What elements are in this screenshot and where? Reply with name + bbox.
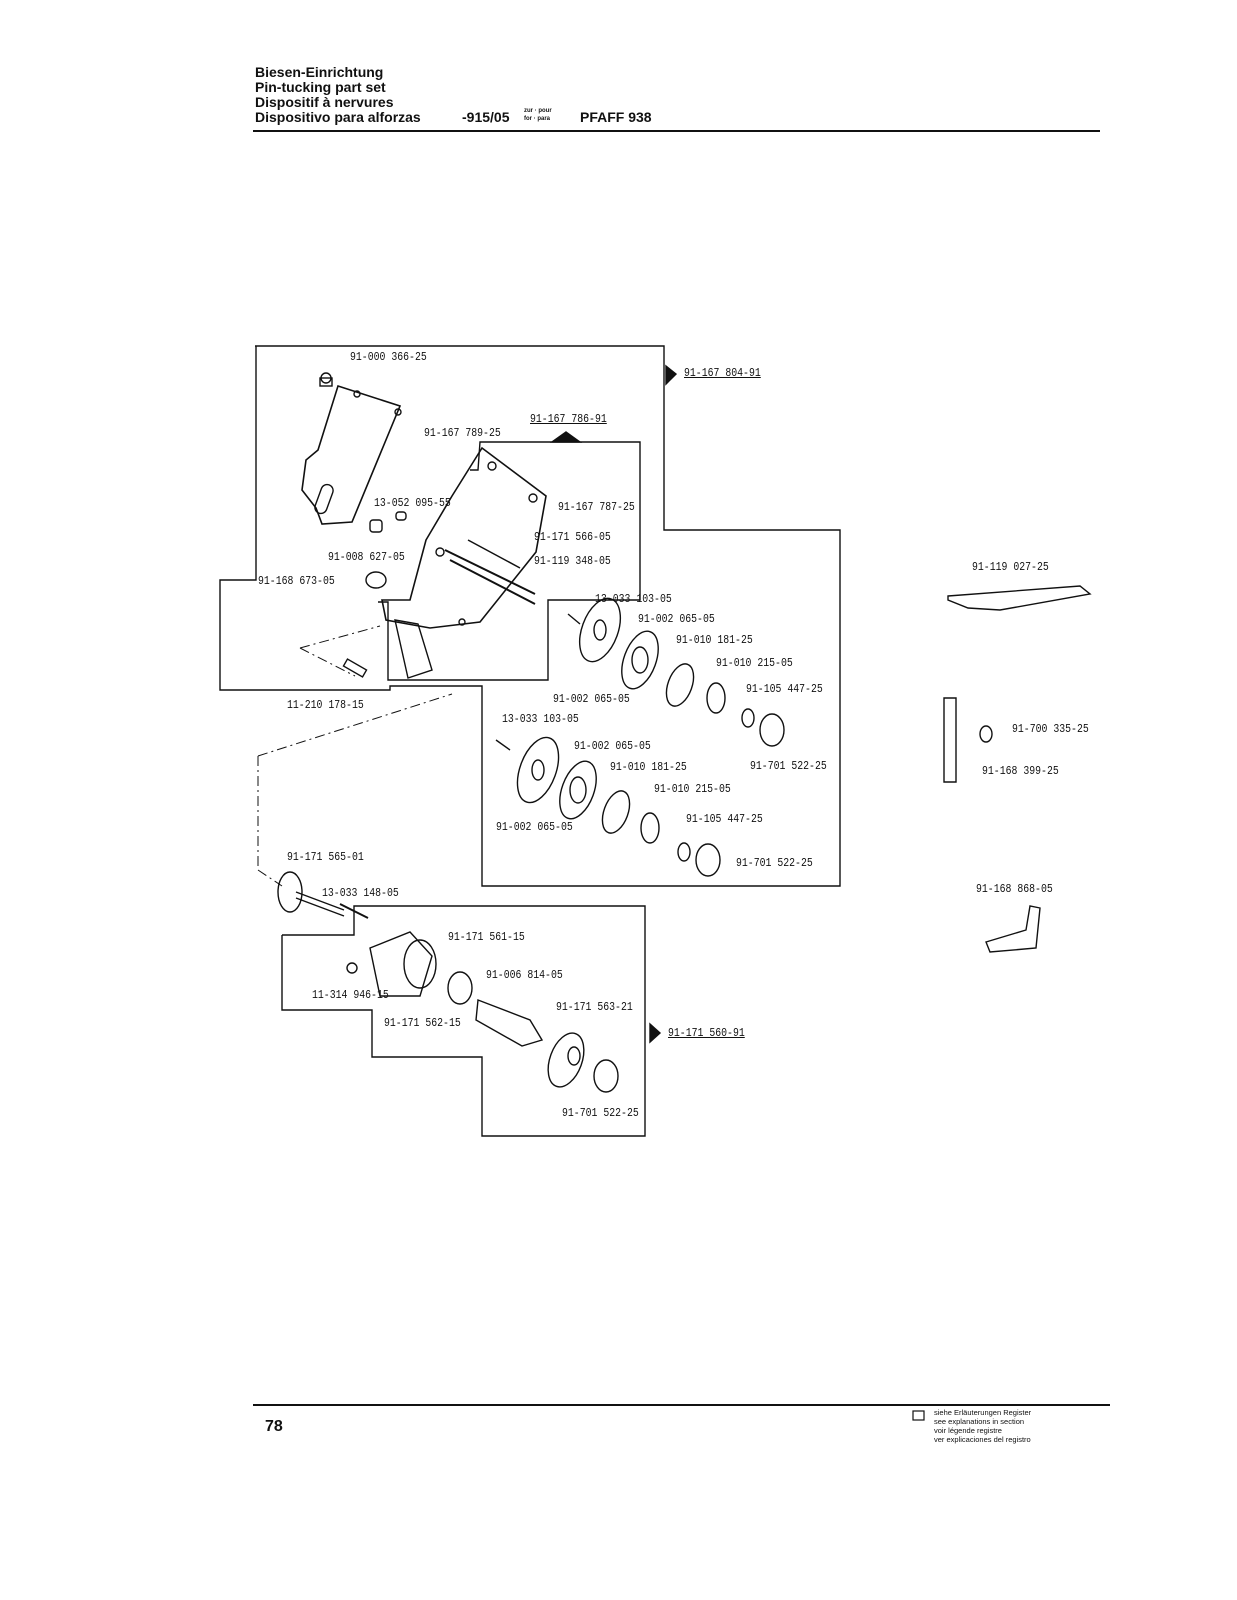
part-label: 91-002 065-05 (574, 739, 651, 753)
part-label: 91-700 335-25 (1012, 722, 1089, 736)
part-label: 91-171 566-05 (534, 530, 611, 544)
part-label: 91-105 447-25 (746, 682, 823, 696)
plate-slot (314, 483, 334, 515)
part-label: 91-167 804-91 (684, 366, 761, 380)
legend-es: ver explicaciones del registro (934, 1435, 1031, 1444)
part-label: 91-006 814-05 (486, 968, 563, 982)
subassembly-outline (378, 441, 641, 681)
for-label-bottom: for · para (524, 116, 551, 122)
ref-arrow-804 (665, 364, 678, 386)
part-label: 91-000 366-25 (350, 350, 427, 364)
lower-parts (346, 931, 619, 1093)
part-label: 91-008 627-05 (328, 550, 405, 564)
part-label: 11-210 178-15 (287, 698, 364, 712)
disc-stack-upper (567, 597, 785, 747)
for-label-top: zur · pour (524, 108, 552, 114)
part-label: 91-701 522-25 (736, 856, 813, 870)
part-label: 91-171 565-01 (287, 850, 364, 864)
part-label: 91-171 562-15 (384, 1016, 461, 1030)
part-label: 91-701 522-25 (750, 759, 827, 773)
part-label: 91-010 181-25 (676, 633, 753, 647)
part-label: 91-168 399-25 (982, 764, 1059, 778)
part-label: 13-052 095-55 (374, 496, 451, 510)
group-outline-lower (281, 905, 646, 1137)
title-es: Dispositivo para alforzas (255, 109, 421, 125)
side-clip (943, 697, 957, 783)
ref-arrow-786 (549, 431, 583, 443)
legend-box-icon (912, 1410, 925, 1421)
group-outline-upper (219, 345, 841, 887)
title-fr: Dispositif à nervures (255, 94, 394, 110)
part-label: 91-171 560-91 (668, 1026, 745, 1040)
side-bracket (985, 905, 1041, 953)
cover-plate (301, 384, 402, 525)
part-label: 91-171 561-15 (448, 930, 525, 944)
part-label: 91-010 215-05 (654, 782, 731, 796)
part-label: 91-105 447-25 (686, 812, 763, 826)
part-label: 91-002 065-05 (553, 692, 630, 706)
part-label: 91-119 027-25 (972, 560, 1049, 574)
part-label: 91-167 787-25 (558, 500, 635, 514)
legend-fr: voir légende registre (934, 1426, 1002, 1435)
part-label: 91-171 563-21 (556, 1000, 633, 1014)
part-label: 91-010 215-05 (716, 656, 793, 670)
part-label: 91-119 348-05 (534, 554, 611, 568)
title-de: Biesen-Einrichtung (255, 64, 384, 80)
part-label: 91-002 065-05 (496, 820, 573, 834)
part-label: 13-033 103-05 (502, 712, 579, 726)
title-en: Pin-tucking part set (255, 79, 386, 95)
part-label: 91-010 181-25 (610, 760, 687, 774)
machine-model: PFAFF 938 (580, 109, 652, 125)
main-bracket (381, 446, 547, 629)
part-label: 91-168 868-05 (976, 882, 1053, 896)
part-label: 11-314 946-15 (312, 988, 389, 1002)
disc-stack-lower (495, 736, 721, 877)
part-label: 91-167 786-91 (530, 412, 607, 426)
ref-arrow-560 (649, 1022, 662, 1044)
page-number: 78 (265, 1418, 283, 1435)
part-label: 13-033 103-05 (595, 592, 672, 606)
part-label: 13-033 148-05 (322, 886, 399, 900)
legend-de: siehe Erläuterungen Register (934, 1408, 1032, 1417)
model-code: -915/05 (462, 109, 510, 125)
side-bar (947, 585, 1092, 611)
part-label: 91-167 789-25 (424, 426, 501, 440)
part-label: 91-002 065-05 (638, 612, 715, 626)
part-label: 91-168 673-05 (258, 574, 335, 588)
part-label: 91-701 522-25 (562, 1106, 639, 1120)
legend-en: see explanations in section (934, 1417, 1025, 1426)
guide-bracket (394, 619, 433, 679)
